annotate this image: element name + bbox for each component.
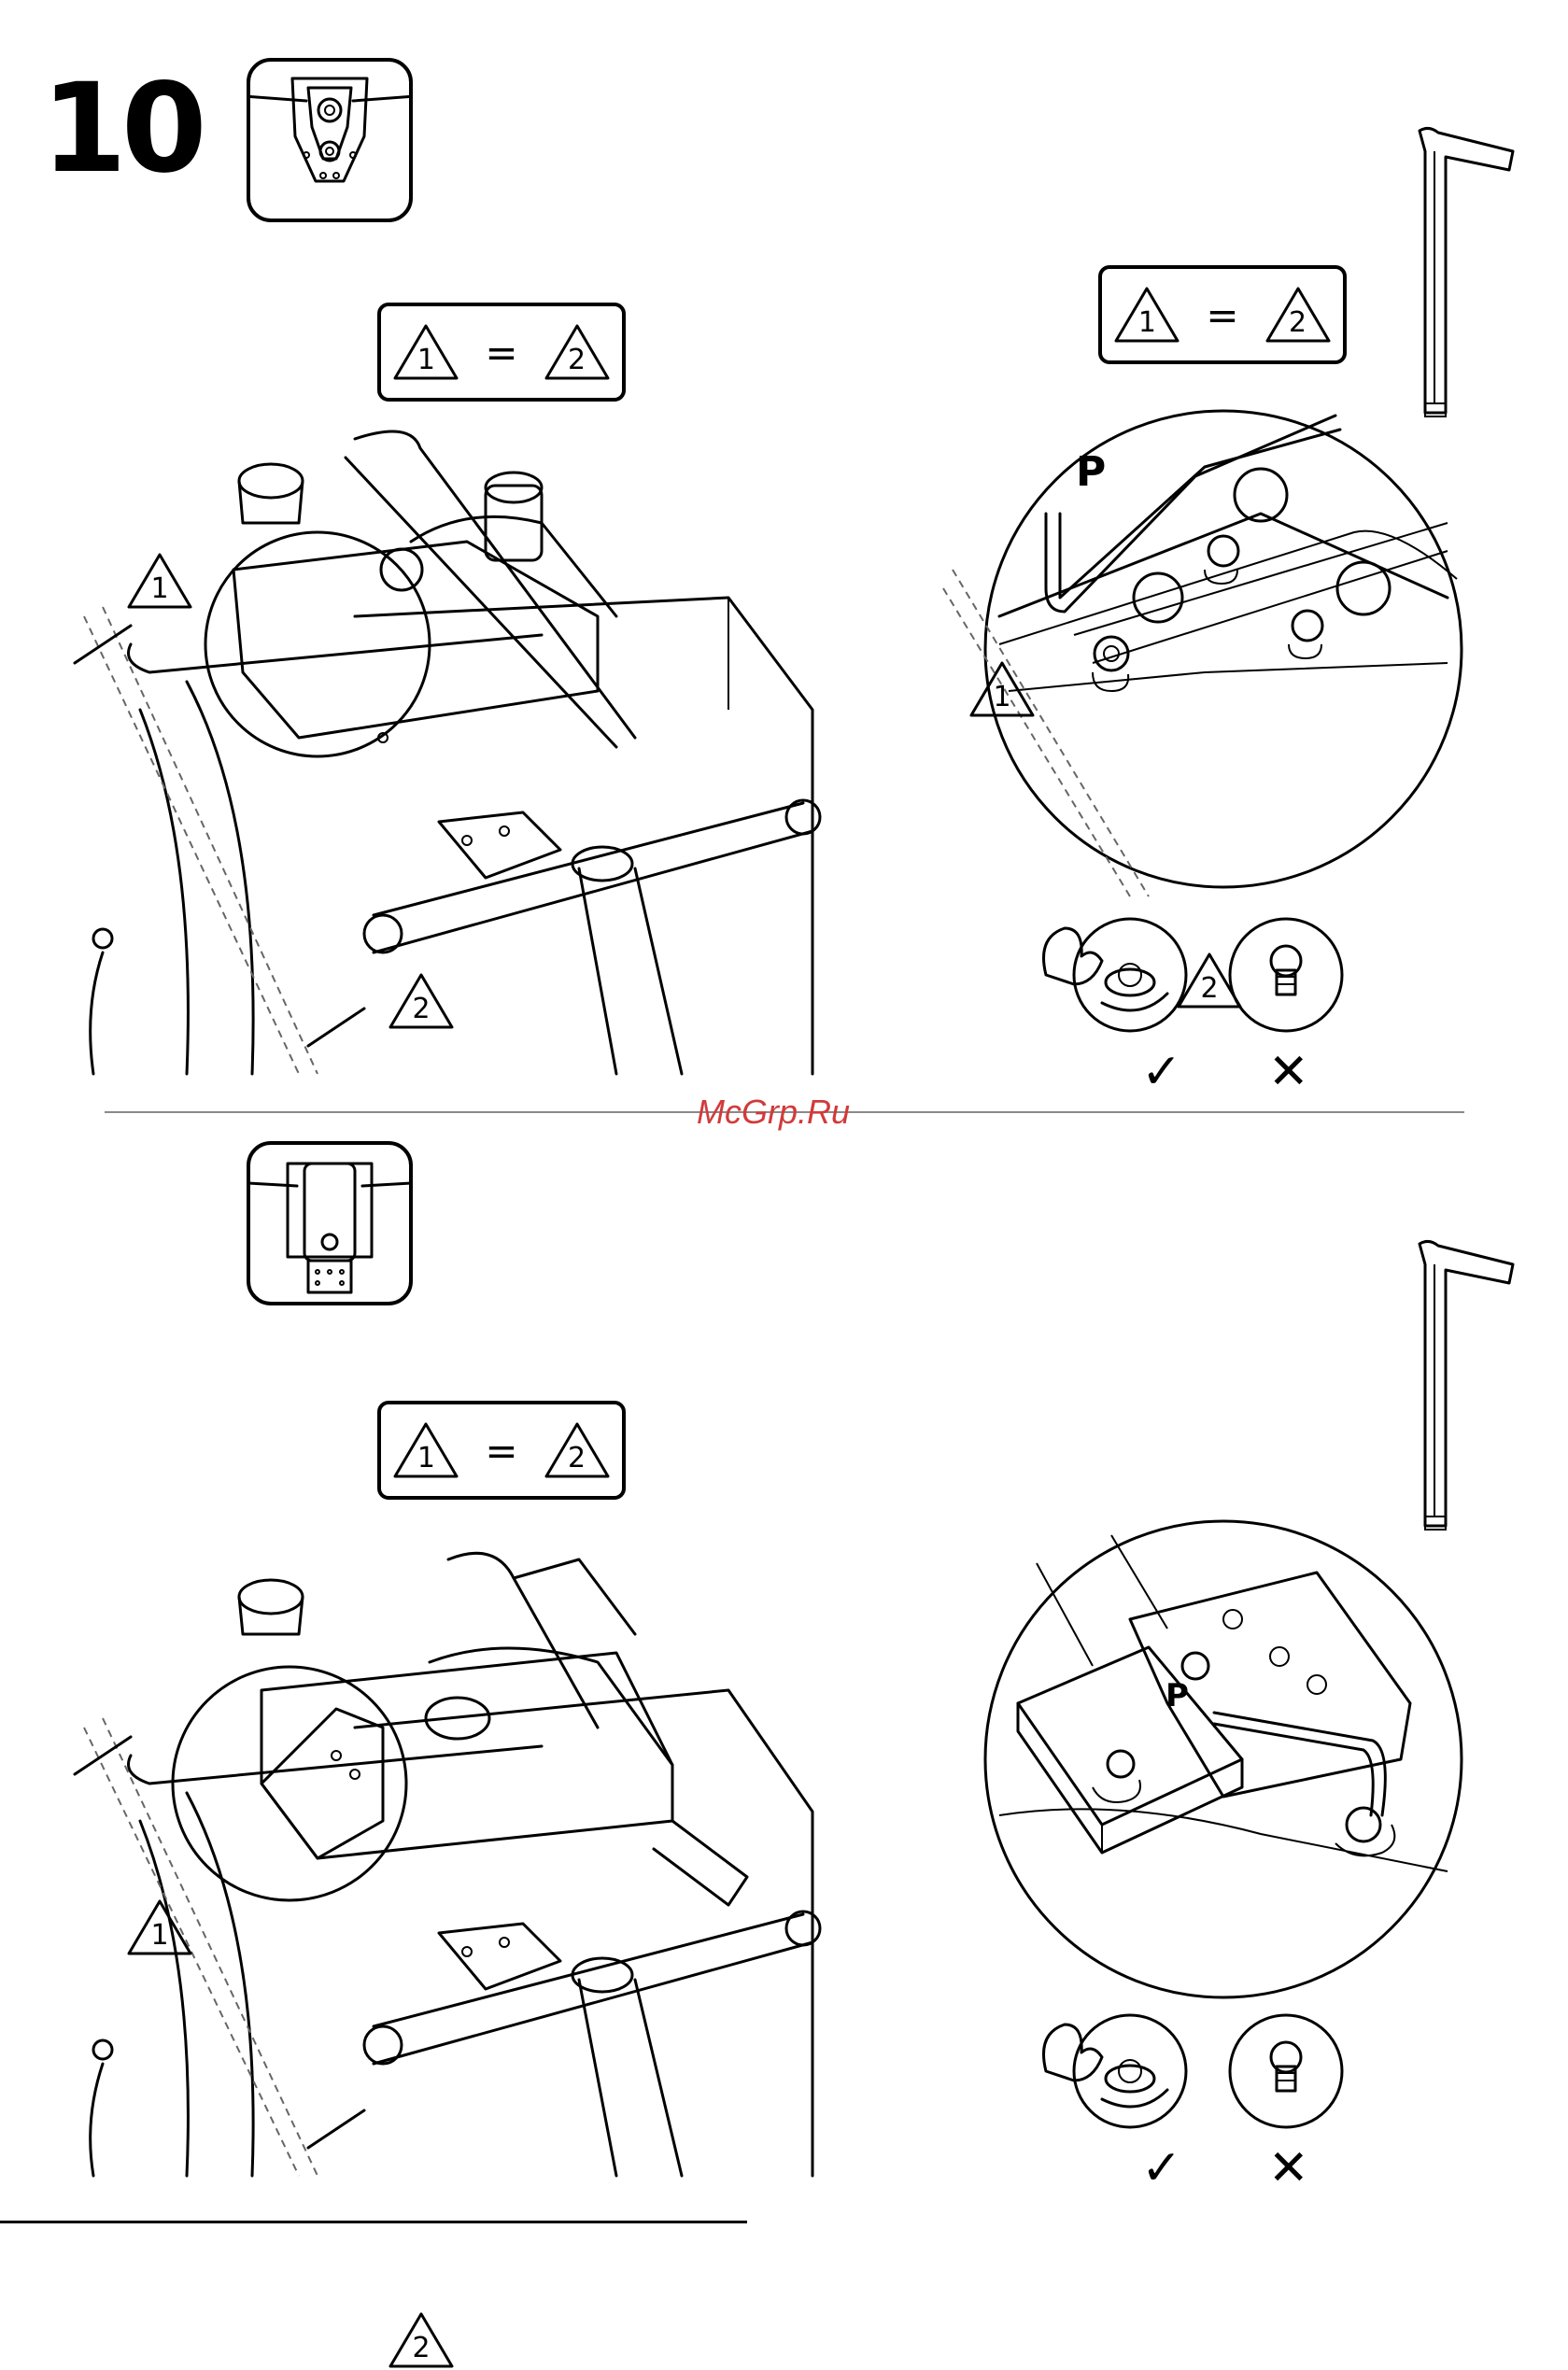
- chair-mechanism-drawing-bottom: [75, 1541, 841, 2185]
- watermark: McGrp.Ru: [697, 1093, 850, 1132]
- equal-distance-box-top-right: 1 = 2: [1098, 265, 1347, 364]
- tool-point-label-top: P: [1076, 448, 1106, 496]
- footer-line: [0, 2221, 747, 2223]
- wrong-mark-top: ✕: [1268, 1044, 1309, 1100]
- triangle-1-marker: 1: [125, 551, 194, 611]
- triangle-2-icon: 2: [1264, 285, 1333, 345]
- triangle-2-marker: 2: [387, 971, 456, 1031]
- mechanism-bottom-icon: [250, 1145, 409, 1302]
- tool-point-label-bottom: P: [1165, 1677, 1189, 1714]
- correct-mark-top: ✓: [1141, 1044, 1182, 1100]
- detail-circle-top: [981, 411, 1466, 896]
- triangle-1-icon: 1: [391, 322, 460, 382]
- mechanism-thumbnail-bottom: [247, 1141, 413, 1305]
- triangle-2-icon: 2: [543, 322, 612, 382]
- triangle-1-marker: 1: [968, 659, 1037, 719]
- step-number: 10: [41, 67, 202, 190]
- triangle-1-marker: 1: [125, 1897, 194, 1957]
- triangle-1-icon: 1: [391, 1420, 460, 1480]
- screw-loose-icon: [1227, 2015, 1349, 2137]
- triangle-2-icon: 2: [543, 1420, 612, 1480]
- flexed-arm-icon: [1037, 2015, 1177, 2137]
- equal-distance-box-bottom-left: 1 = 2: [377, 1401, 626, 1500]
- hex-key-icon: [1401, 1236, 1522, 1545]
- triangle-1-icon: 1: [1112, 285, 1181, 345]
- mechanism-thumbnail-top: [247, 58, 413, 222]
- equal-sign: =: [485, 1428, 517, 1474]
- equal-distance-box-top-left: 1 = 2: [377, 303, 626, 402]
- wrong-mark-bottom: ✕: [1268, 2140, 1309, 2196]
- mechanism-top-icon: [250, 62, 409, 219]
- chair-mechanism-drawing-top: [75, 430, 841, 1074]
- equal-sign: =: [1206, 292, 1238, 338]
- hex-key-icon: [1401, 123, 1522, 431]
- screw-loose-icon: [1227, 919, 1349, 1040]
- correct-mark-bottom: ✓: [1141, 2140, 1182, 2196]
- detail-circle-bottom: [981, 1517, 1466, 2002]
- triangle-2-marker: 2: [387, 2310, 456, 2370]
- flexed-arm-icon: [1037, 919, 1177, 1040]
- equal-sign: =: [485, 330, 517, 375]
